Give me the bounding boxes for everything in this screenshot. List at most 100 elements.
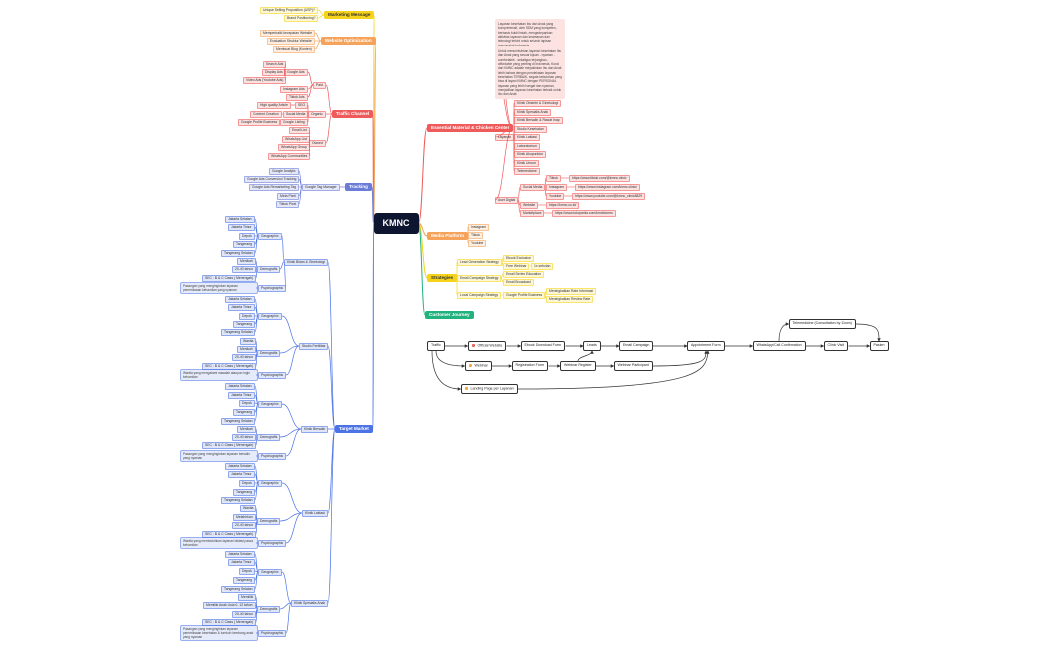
layanan-item[interactable]: Studio Kesehatan (514, 125, 547, 133)
social-url-link[interactable]: https://www.instagram.com/kmnc.clinic/ (575, 183, 640, 191)
traffic-paid[interactable]: Paid (313, 81, 326, 89)
seo-item[interactable]: High quality Article (257, 101, 291, 109)
geo-item[interactable]: Tangerang (233, 408, 256, 416)
branch-essential-material[interactable]: Essential Material & Chicken Center (427, 123, 514, 133)
traffic-seo[interactable]: SEO (295, 101, 309, 109)
strategy-local-campaign[interactable]: Local Campaign Strategy (457, 291, 502, 299)
google-ads-item[interactable]: Video Ads (Youtube Ads) (243, 76, 287, 84)
target-geographic[interactable]: Geographic (258, 568, 282, 576)
psychographic-item[interactable]: Wanita yang membutuhkan layanan laktasi … (180, 536, 258, 550)
layanan-item[interactable]: Klinik Obstetri & Ginekologi (514, 99, 562, 107)
geo-item[interactable]: Depok (239, 479, 255, 487)
aset-website[interactable]: Website (520, 201, 539, 209)
psychographic-item[interactable]: Pasangan yang menginginkan layanan pemer… (180, 281, 258, 295)
target-group[interactable]: Klinik Spesialis Anak (291, 599, 329, 607)
target-group[interactable]: Klinik Bidan & Ginekologi (284, 258, 328, 266)
geo-item[interactable]: Jakarta Selatan (225, 215, 255, 223)
target-psychographic[interactable]: Psychographic (258, 452, 287, 460)
media-item[interactable]: Instagram (468, 223, 490, 231)
target-demografis[interactable]: Demografis (257, 265, 281, 273)
social-url-link[interactable]: https://www.youtube.com/@kmnc_clinic8829 (572, 192, 646, 200)
journey-registration-form[interactable]: Registration Form (511, 361, 549, 371)
media-item[interactable]: Youtube (468, 239, 487, 247)
google-ads-item[interactable]: Display Ads (262, 68, 286, 76)
target-geographic[interactable]: Geographic (258, 479, 282, 487)
target-demografis[interactable]: Demografis (257, 517, 281, 525)
journey-ebook-download-form[interactable]: Ebook Download Form (520, 341, 566, 351)
branch-tracking[interactable]: Tracking (345, 182, 372, 192)
branch-website-optimization[interactable]: Website Optimization (321, 36, 376, 46)
demo-item[interactable]: SEC : B & C Class ( Menengah) (202, 274, 257, 282)
geo-item[interactable]: Depok (239, 567, 255, 575)
target-demografis[interactable]: Demografis (257, 433, 281, 441)
tracking-google-tag-manager[interactable]: Google Tag Manager (302, 183, 340, 191)
strategy-email-campaign[interactable]: Email Campaign Strategy (457, 274, 502, 282)
target-demografis[interactable]: Demografis (257, 605, 281, 613)
geo-item[interactable]: Tangerang (233, 576, 256, 584)
owned-item[interactable]: WhatsApp Group (278, 143, 311, 151)
owned-item[interactable]: WhatsApp Communities (268, 152, 311, 160)
geo-item[interactable]: Jakarta Timur (228, 223, 255, 231)
aset-marketplace[interactable]: Marketplace (520, 209, 545, 217)
target-group[interactable]: Klinik Bersalin (301, 425, 329, 433)
demo-item[interactable]: SEC : B & C Class ( Menengah) (202, 441, 257, 449)
local-item[interactable]: Meningkatkan Rate Informasi (546, 287, 597, 295)
target-demografis[interactable]: Demografis (257, 349, 281, 357)
google-ads-item[interactable]: Search Ads (263, 60, 287, 68)
geo-item[interactable]: Jakarta Selatan (225, 382, 255, 390)
aset-social-media[interactable]: Social Media (520, 183, 546, 191)
journey-appointment-form[interactable]: Appointment Form (687, 341, 725, 351)
journey-clinic-visit[interactable]: Clinic Visit (823, 341, 849, 351)
demo-item[interactable]: Memiliki Anak Usia 0- 12 tahun (203, 601, 256, 609)
geo-item[interactable]: Jakarta Timur (228, 303, 255, 311)
journey-whatsapp-confirmation[interactable]: WhatsApp/Call Confirmation (752, 341, 806, 351)
journey-email-campaign[interactable]: Email Campaign (619, 341, 654, 351)
essential-note2[interactable]: Untuk menumbuhkan layanan kesehatan Ibu … (495, 46, 565, 100)
psychographic-item[interactable]: Pasangan yang menginginkan layanan pemer… (180, 624, 258, 642)
marketing-item[interactable]: Brand Positioning? (284, 14, 319, 22)
website-item[interactable]: Memperbaiki kecepatan Website (260, 29, 316, 37)
layanan-item[interactable]: Klinik Laktasi (514, 133, 540, 141)
strategy-lead-generation[interactable]: Lead Generation Strategy (457, 258, 502, 266)
demo-item[interactable]: 20-40 tahun (232, 610, 257, 618)
media-item[interactable]: Tiktok (468, 231, 483, 239)
branch-customer-journey[interactable]: Customer Journey (425, 310, 474, 320)
demo-item[interactable]: Melahirkan (233, 513, 256, 521)
geo-item[interactable]: Tangerang Selatan (221, 585, 256, 593)
geo-item[interactable]: Tangerang Selatan (221, 417, 256, 425)
owned-item[interactable]: Email List (289, 126, 310, 134)
traffic-tiktok-ads[interactable]: Tiktok Ads (286, 93, 308, 101)
layanan-item[interactable]: Klinik Bersalin & Rawat Inap (514, 116, 563, 124)
demo-item[interactable]: Wanita (240, 504, 257, 512)
essential-aset-digital[interactable]: Aset Digital (495, 196, 519, 204)
marketplace-url-link[interactable]: https://www.tokopedia.com/kmnbiomrs (552, 209, 616, 217)
social-platform[interactable]: Tiktok (546, 174, 561, 182)
target-group[interactable]: Klinik Laktasi (302, 509, 328, 517)
geo-item[interactable]: Tangerang (233, 488, 256, 496)
geo-item[interactable]: Tangerang (233, 320, 256, 328)
geo-item[interactable]: Depok (239, 399, 255, 407)
geo-item[interactable]: Jakarta Timur (228, 558, 255, 566)
geo-item[interactable]: Depok (239, 312, 255, 320)
traffic-social-media[interactable]: Social Media (283, 110, 309, 118)
geo-item[interactable]: Jakarta Selatan (225, 295, 255, 303)
journey-webinar-register[interactable]: Webinar Register (560, 361, 596, 371)
tracking-item[interactable]: Google Ads Remarketing Tag (249, 183, 300, 191)
target-psychographic[interactable]: Psychographic (258, 629, 287, 637)
journey-official-website[interactable]: Official Website (467, 341, 507, 352)
traffic-instagram-ads[interactable]: Instagram Ads (280, 85, 308, 93)
branch-media-platform[interactable]: Media Platform (427, 231, 468, 241)
layanan-item[interactable]: Klinik Umum (514, 159, 540, 167)
journey-webinar[interactable]: Webinar (464, 361, 492, 372)
journey-landing-page[interactable]: Landing Page per Layanan (460, 384, 518, 395)
demo-item[interactable]: Menikah (237, 425, 256, 433)
social-platform[interactable]: Instagram (546, 183, 568, 191)
essential-note1[interactable]: Layanan kesehatan Ibu dan Anak yang komp… (495, 19, 565, 51)
target-geographic[interactable]: Geographic (258, 400, 282, 408)
local-item[interactable]: Meningkatkan Review Rate (546, 295, 594, 303)
journey-pasien[interactable]: Pasien (869, 341, 889, 351)
geo-item[interactable]: Jakarta Timur (228, 470, 255, 478)
local-google-profile-business[interactable]: Google Profile Business (503, 291, 546, 299)
branch-strategies[interactable]: Strategies (427, 273, 458, 283)
branch-traffic-channel[interactable]: Traffic Channel (332, 109, 374, 119)
